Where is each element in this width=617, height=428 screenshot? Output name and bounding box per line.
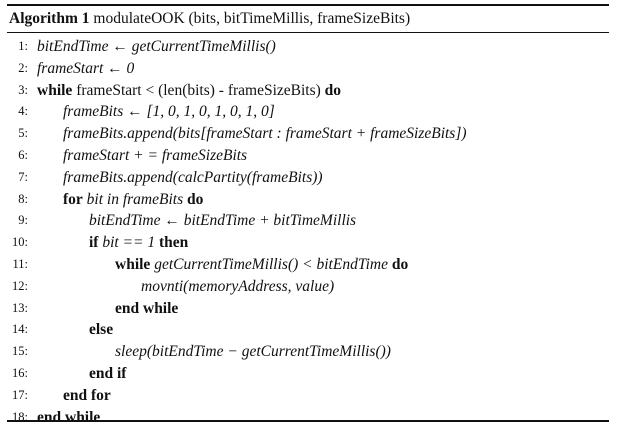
line-number: 2: [18, 60, 28, 75]
code-line: 15: sleep(bitEndTime − getCurrentTimeMill… [7, 341, 609, 363]
code-line: 9: bitEndTime ← bitEndTime + bitTimeMilli… [7, 210, 609, 232]
algorithm-caption: Algorithm 1 modulateOOK (bits, bitTimeMi… [7, 6, 609, 32]
code-line: 1: bitEndTime ← getCurrentTimeMillis() [7, 36, 609, 58]
bottom-rule [7, 420, 609, 422]
line-number: 6: [18, 147, 28, 162]
keyword: do [391, 255, 409, 273]
line-code: while frameStart < (len(bits) - frameSiz… [37, 80, 341, 102]
line-code: end while [115, 299, 179, 317]
line-number: 13: [12, 300, 28, 315]
line-number: 9: [18, 213, 28, 228]
keyword: while [37, 81, 73, 99]
line-code: frameStart + = frameSizeBits [63, 146, 248, 164]
line-number: 14: [12, 322, 28, 337]
code-line: 8: for bit in frameBits do [7, 189, 609, 211]
line-code: end if [89, 364, 127, 382]
code-line: 10: if bit == 1 then [7, 232, 609, 254]
line-number: 4: [18, 104, 28, 119]
algorithm-label: Algorithm 1 [9, 10, 90, 27]
line-code: while getCurrentTimeMillis() < bitEndTim… [115, 254, 408, 276]
line-code: bitEndTime ← getCurrentTimeMillis() [37, 38, 276, 55]
line-number: 5: [18, 126, 28, 141]
keyword: if [89, 234, 99, 252]
line-code: end while [37, 408, 101, 426]
line-number: 18: [12, 409, 28, 424]
line-number: 10: [12, 235, 28, 250]
top-rule [7, 4, 609, 6]
line-code: frameStart ← 0 [37, 59, 135, 77]
line-code: frameBits.append(calcPartity(frameBits)) [63, 168, 323, 186]
code-line: 7: frameBits.append(calcPartity(frameBits… [7, 167, 609, 189]
keyword: do [187, 190, 204, 208]
keyword: while [115, 255, 151, 273]
line-number: 3: [18, 82, 28, 97]
condition: getCurrentTimeMillis() < bitEndTime [154, 255, 388, 273]
line-number: 11: [12, 256, 28, 271]
line-number: 16: [12, 365, 28, 380]
code-line: 17: end for [7, 385, 609, 407]
line-code: frameBits ← [1, 0, 1, 0, 1, 0, 1, 0] [63, 103, 275, 121]
line-number: 1: [18, 39, 28, 53]
code-line: 14: else [7, 319, 609, 341]
code-line: 4: frameBits ← [1, 0, 1, 0, 1, 0, 1, 0] [7, 101, 609, 123]
code-line: 11: while getCurrentTimeMillis() < bitEnd… [7, 254, 609, 276]
line-number: 15: [12, 344, 28, 359]
line-code: frameBits.append(bits[frameStart : frame… [63, 125, 467, 143]
line-number: 17: [12, 387, 28, 402]
code-line: 2: frameStart ← 0 [7, 58, 609, 80]
line-code: bitEndTime ← bitEndTime + bitTimeMillis [89, 212, 357, 230]
code-line: 18: end while [7, 407, 609, 428]
line-number: 12: [12, 278, 28, 293]
line-code: sleep(bitEndTime − getCurrentTimeMillis(… [115, 343, 391, 361]
code-line: 16: end if [7, 363, 609, 385]
condition: bit == 1 [102, 234, 156, 252]
keyword: then [159, 234, 189, 252]
line-code: else [89, 321, 114, 339]
line-code: movnti(memoryAddress, value) [141, 277, 335, 295]
algorithm-signature: modulateOOK (bits, bitTimeMillis, frameS… [93, 10, 411, 27]
line-number: 7: [18, 169, 28, 184]
code-line: 12: movnti(memoryAddress, value) [7, 276, 609, 298]
code-line: 5: frameBits.append(bits[frameStart : fra… [7, 123, 609, 145]
line-code: end for [63, 386, 111, 404]
code-line: 3: while frameStart < (len(bits) - frameS… [7, 80, 609, 102]
code-line: 6: frameStart + = frameSizeBits [7, 145, 609, 167]
caption-rule [7, 32, 609, 33]
algorithm-lines: 1: bitEndTime ← getCurrentTimeMillis() 2:… [7, 33, 609, 428]
keyword: for [63, 190, 83, 208]
code-line: 13: end while [7, 298, 609, 320]
line-code: if bit == 1 then [89, 232, 188, 254]
line-number: 8: [18, 191, 28, 206]
condition: frameStart < (len(bits) - frameSizeBits) [76, 81, 321, 99]
algorithm-box: Algorithm 1 modulateOOK (bits, bitTimeMi… [7, 4, 609, 428]
condition: bit in frameBits [86, 190, 184, 208]
keyword: do [324, 81, 342, 99]
line-code: for bit in frameBits do [63, 189, 203, 211]
